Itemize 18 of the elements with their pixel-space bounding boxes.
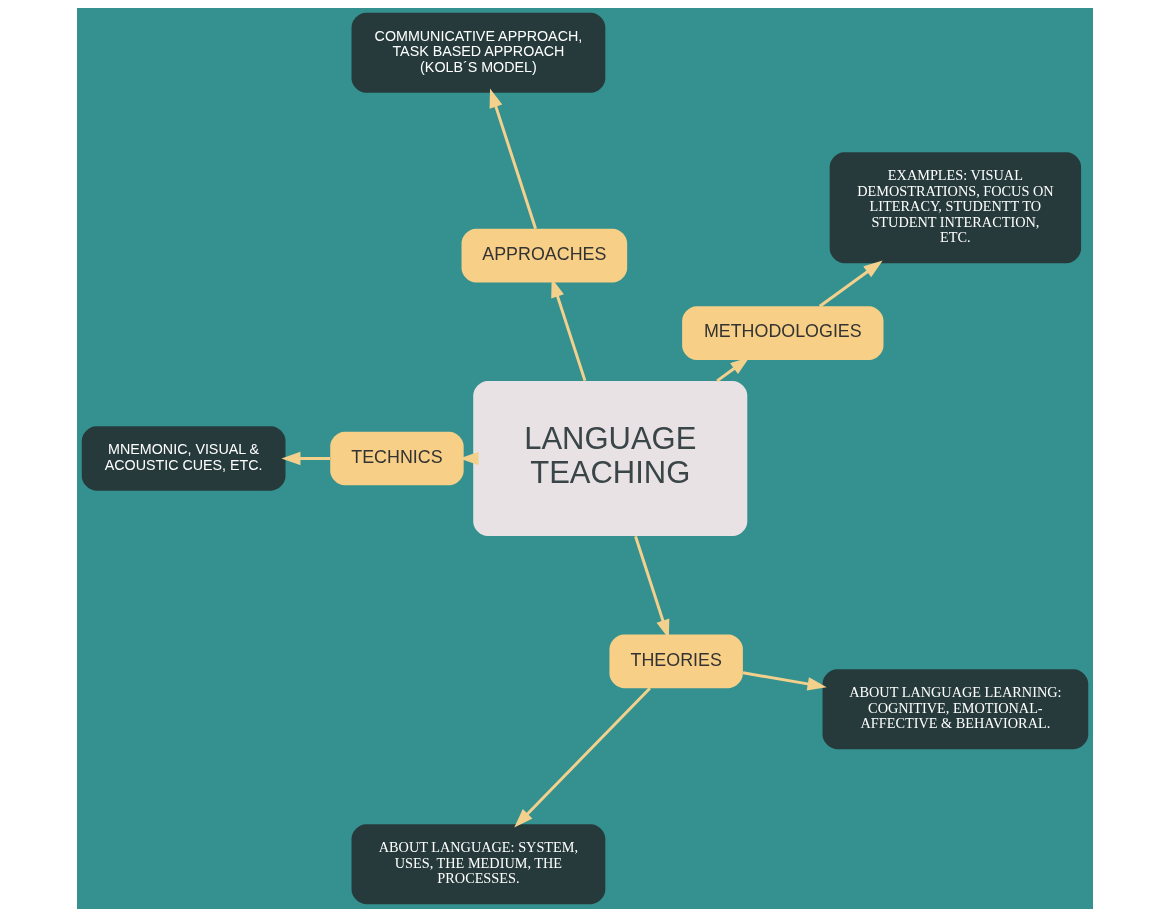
arrow bbox=[280, 451, 330, 466]
arrow bbox=[513, 687, 651, 828]
node-box: COMMUNICATIVE APPROACH, TASK BASED APPROACH (KOLB´S MODEL) bbox=[351, 12, 605, 93]
arrow bbox=[818, 260, 883, 308]
node-box: ABOUT LANGUAGE LEARNING: COGNITIVE, EMOTIONAL-AFFECTIVE & BEHAVIORAL. bbox=[822, 669, 1088, 750]
node-box: EXAMPLES: VISUAL DEMOSTRATIONS, FOCUS ON LITERACY, STUDENTT TO STUDENT INTERACTION, ETC. bbox=[829, 152, 1081, 264]
arrow bbox=[458, 451, 479, 466]
arrow bbox=[633, 535, 669, 639]
arrow bbox=[715, 357, 749, 383]
node-box: ABOUT LANGUAGE: SYSTEM, USES, THE MEDIUM, THE PROCESSES. bbox=[351, 824, 605, 905]
arrow bbox=[742, 671, 827, 691]
node-box: MNEMONIC, VISUAL & ACOUSTIC CUES, ETC. bbox=[81, 426, 285, 491]
arrow bbox=[550, 278, 586, 382]
node-box: METHODOLOGIES bbox=[681, 306, 883, 360]
node-box: APPROACHES bbox=[461, 228, 627, 283]
node-box: TECHNICS bbox=[329, 431, 464, 486]
arrow bbox=[489, 88, 537, 230]
node-box: THEORIES bbox=[608, 634, 743, 689]
